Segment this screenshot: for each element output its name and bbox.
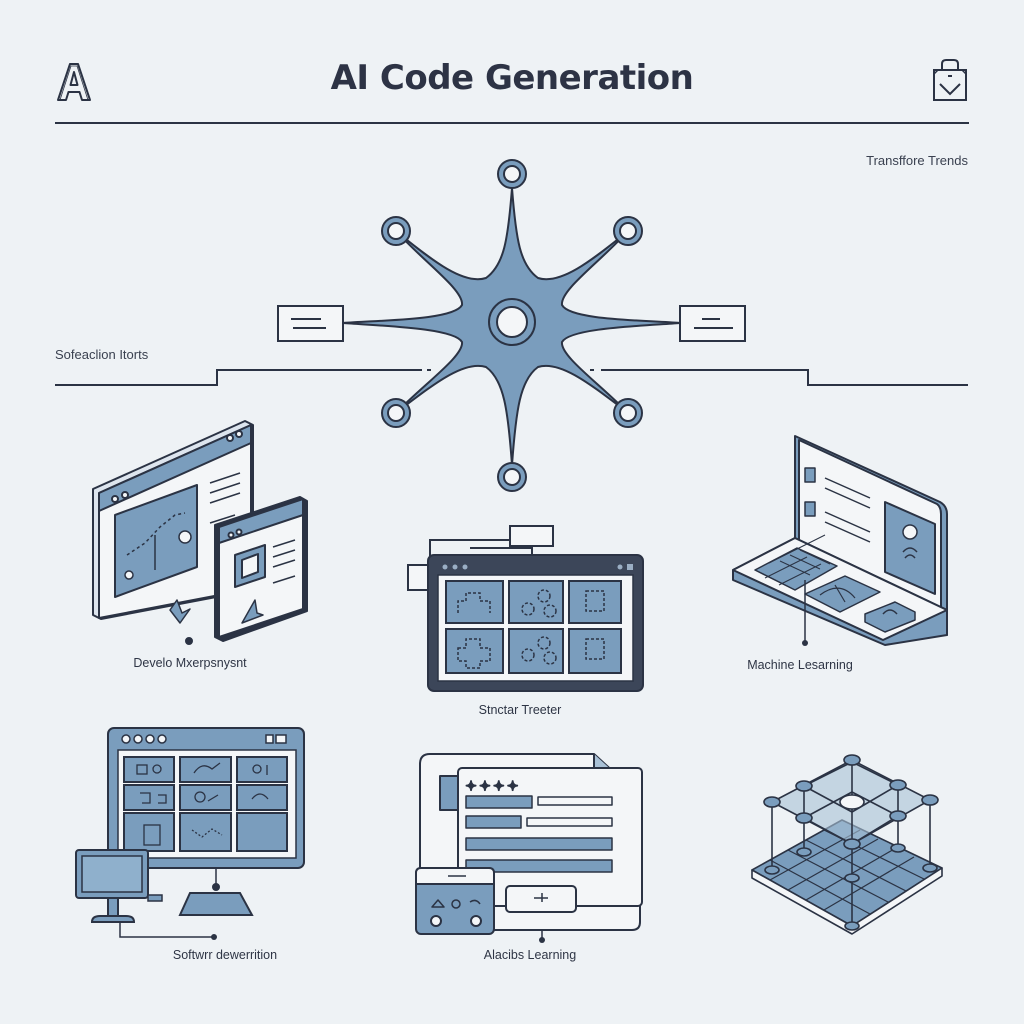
hub-nodes (381, 159, 643, 492)
panel-label-ml-docs: Alacibs Learning (483, 948, 577, 962)
right-side-box[interactable] (679, 305, 746, 342)
hub-diagram (55, 159, 968, 492)
page-title: AI Code Generation (330, 58, 694, 98)
trends-annotation: Transffore Trends (866, 153, 968, 168)
panel-label-develo: Develo Mxerpsnysnt (133, 656, 247, 670)
panel-label-structure: Stnctar Treeter (478, 703, 562, 717)
node-upper-left[interactable] (381, 216, 411, 246)
node-lower-right[interactable] (613, 398, 643, 428)
selection-annotation: Sofeaclion Itorts (55, 347, 149, 362)
neuron-hub-icon[interactable] (342, 187, 681, 466)
node-lower-left[interactable] (381, 398, 411, 428)
timeline-line (55, 369, 968, 386)
left-side-box[interactable] (277, 305, 344, 342)
node-upper-right[interactable] (613, 216, 643, 246)
desktop-dashboard-icon[interactable] (72, 725, 312, 940)
panel-label-software: Softwrr dewerrition (172, 948, 278, 962)
browser-windows-icon[interactable] (85, 415, 320, 655)
node-top[interactable] (497, 159, 527, 189)
node-bottom[interactable] (497, 462, 527, 492)
svg-text:✦ ✦ ✦ ✦: ✦ ✦ ✦ ✦ (466, 779, 518, 793)
document-form-icon[interactable]: ✦ ✦ ✦ ✦ (414, 750, 649, 943)
letter-a-logo-icon (57, 63, 91, 101)
shopping-bag-check-icon[interactable] (930, 58, 970, 102)
3d-network-grid-icon[interactable] (748, 740, 948, 940)
monitor-grid-icon[interactable] (400, 523, 650, 695)
laptop-icon[interactable] (725, 430, 960, 646)
header-divider (55, 122, 969, 124)
panel-label-ml-laptop: Machine Lesarning (747, 658, 853, 672)
